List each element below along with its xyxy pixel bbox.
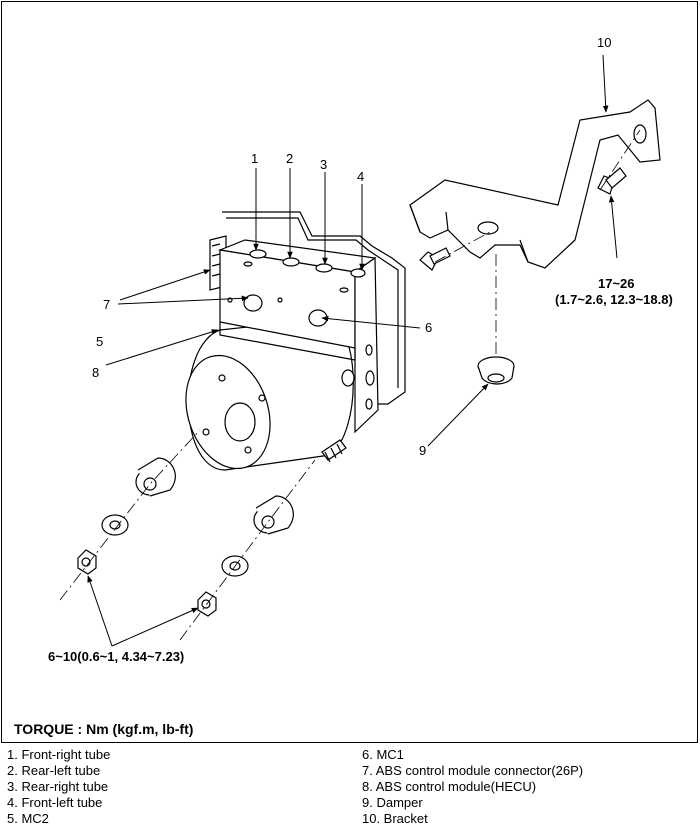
legend-item-9: 9. Damper xyxy=(362,795,423,810)
legend-item-7: 7. ABS control module connector(26P) xyxy=(362,763,584,778)
legend-item-5: 5. MC2 xyxy=(7,811,49,826)
callout-6: 6 xyxy=(425,320,433,335)
torque-mount-nut: 6~10(0.6~1, 4.34~7.23) xyxy=(48,649,185,664)
module-bolt xyxy=(419,247,451,271)
bracket-bolt xyxy=(597,167,627,195)
callout-2: 2 xyxy=(286,151,294,166)
hydraulic-block-side xyxy=(354,256,379,434)
right-insulator xyxy=(253,495,294,535)
torque-bracket-bolt-line2: (1.7~2.6, 12.3~18.8) xyxy=(555,292,673,307)
callout-9: 9 xyxy=(419,443,427,458)
legend-item-4: 4. Front-left tube xyxy=(7,795,103,810)
damper xyxy=(477,356,515,385)
callout-5: 5 xyxy=(96,334,104,349)
legend-item-3: 3. Rear-right tube xyxy=(7,779,109,794)
callout-8: 8 xyxy=(92,365,100,380)
left-nut xyxy=(77,549,97,575)
legend-item-6: 6. MC1 xyxy=(362,747,404,762)
torque-bracket-bolt-line1: 17~26 xyxy=(598,276,635,291)
callout-10: 10 xyxy=(597,35,612,50)
stud-right xyxy=(321,439,347,461)
callout-7: 7 xyxy=(103,297,111,312)
left-washer xyxy=(101,514,129,536)
bracket xyxy=(409,99,661,269)
legend-item-2: 2. Rear-left tube xyxy=(7,763,101,778)
left-insulator xyxy=(135,457,176,497)
legend-item-10: 10. Bracket xyxy=(362,811,428,826)
callout-1: 1 xyxy=(251,151,259,166)
diagram-frame xyxy=(1,1,698,743)
callout-4: 4 xyxy=(357,169,365,184)
callout-3: 3 xyxy=(320,157,328,172)
legend-item-8: 8. ABS control module(HECU) xyxy=(362,779,537,794)
abs-module-exploded-view xyxy=(59,54,661,647)
torque-unit-title: TORQUE : Nm (kgf.m, lb-ft) xyxy=(14,721,194,737)
legend-item-1: 1. Front-right tube xyxy=(7,747,111,762)
